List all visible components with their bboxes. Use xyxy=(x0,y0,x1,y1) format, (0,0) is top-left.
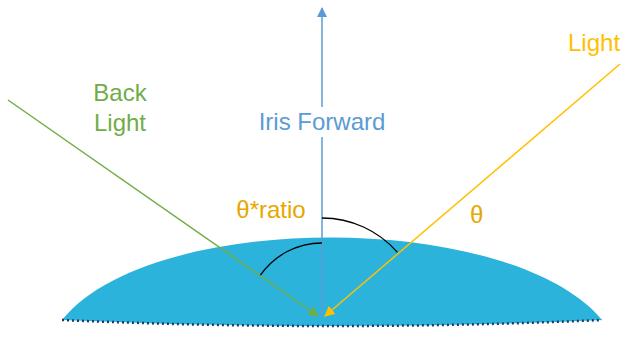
forward-label: Iris Forward xyxy=(232,107,412,137)
iris-rim xyxy=(62,320,602,326)
theta-ratio-arc xyxy=(260,243,322,275)
light-label: Light xyxy=(568,28,630,58)
angle-label: θ*ratio xyxy=(226,195,316,225)
theta-arc xyxy=(322,218,398,252)
iris-dome xyxy=(62,238,602,327)
angle-label: θ xyxy=(470,200,500,230)
light-ray xyxy=(325,64,620,316)
back-light-label: Back Light xyxy=(80,78,160,138)
forward-arrow xyxy=(321,8,323,318)
